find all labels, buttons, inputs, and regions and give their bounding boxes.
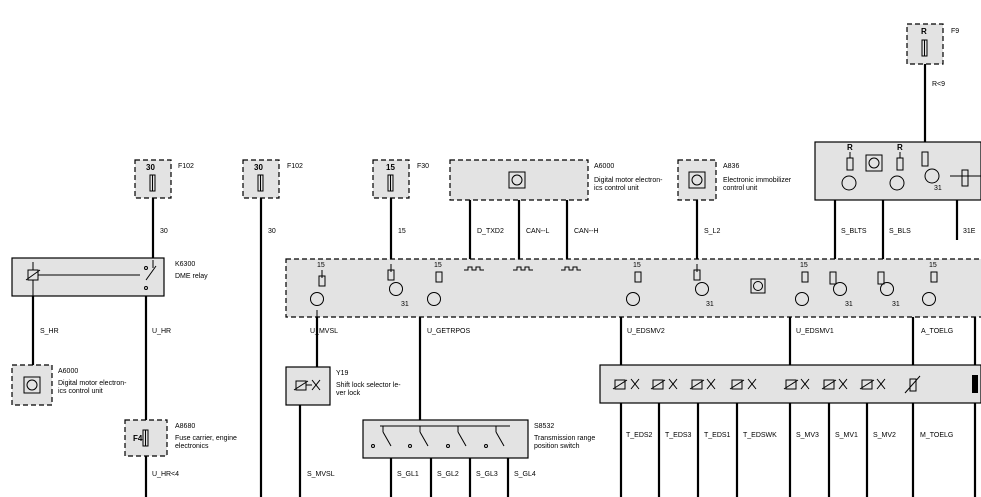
wire-label-t-eds1: T_EDS1 [704,432,731,439]
wire-label-u-hr4: U_HR<4 [152,471,179,478]
wire-label-15: 15 [398,228,406,235]
immobilizer-a836[interactable]: A836 Electronic immobilizer control unit [677,159,792,201]
wire-label-t-edswk: T_EDSWK [743,432,777,439]
svg-text:A6000: A6000 [594,163,614,170]
svg-text:30: 30 [146,163,155,172]
valve-body[interactable] [599,364,981,404]
wire-label-s-mvsl: S_MVSL [307,471,335,478]
svg-text:Shift lock selector le-: Shift lock selector le- [336,382,401,389]
svg-text:R: R [847,143,853,152]
brake-light-module[interactable]: R R 31 [814,141,981,201]
svg-text:15: 15 [386,163,395,172]
fuse-carrier-a8680[interactable]: F4 A8680 Fuse carrier, engine electronic… [124,419,237,457]
svg-text:A6000: A6000 [58,368,78,375]
wire-label-30b: 30 [268,228,276,235]
svg-text:F4: F4 [133,434,143,443]
solenoid-group [612,375,978,394]
svg-text:Electronic immobilizer: Electronic immobilizer [723,177,792,184]
fuse-f102-right[interactable]: 30 F102 [242,159,303,199]
svg-text:R: R [897,143,903,152]
range-switch-s8532[interactable]: S8532 Transmission range position switch [362,419,595,459]
wire-label-s-l2: S_L2 [704,228,720,235]
svg-text:electronics: electronics [175,443,209,450]
wire-label-s-gl3: S_GL3 [476,471,498,478]
wire-label-s-bls: S_BLS [889,228,911,235]
wire-label-s-hr: S_HR [40,328,59,335]
svg-text:DME relay: DME relay [175,273,208,280]
wire-label-s-gl1: S_GL1 [397,471,419,478]
svg-text:F30: F30 [417,163,429,170]
svg-text:15: 15 [434,262,442,269]
fuse-f9[interactable]: R F9 [906,23,959,65]
svg-text:F102: F102 [287,163,303,170]
svg-text:31: 31 [401,301,409,308]
wire-label-t-eds3: T_EDS3 [665,432,692,439]
svg-text:30: 30 [254,163,263,172]
svg-text:ics control unit: ics control unit [58,388,103,395]
wire-label-u-mvsl: U_MVSL [310,328,338,335]
wire-label-s-gl2: S_GL2 [437,471,459,478]
svg-text:Transmission range: Transmission range [534,435,595,442]
svg-text:R: R [921,27,927,36]
svg-text:31: 31 [706,301,714,308]
wire-label-u-edsmv1: U_EDSMV1 [796,328,834,335]
wire-label-a-toelg: A_TOELG [921,328,953,335]
wire-label-s-mv1: S_MV1 [835,432,858,439]
svg-text:31: 31 [934,185,942,192]
wire-label-u-getrpos: U_GETRPOS [427,328,471,335]
svg-text:15: 15 [633,262,641,269]
wire-label-s-blts: S_BLTS [841,228,867,235]
svg-text:F9: F9 [951,28,959,35]
svg-text:K6300: K6300 [175,261,195,268]
svg-text:A836: A836 [723,163,739,170]
wire-label-can-l: CAN--L [526,228,549,235]
svg-text:Digital motor electron-: Digital motor electron- [58,380,127,387]
wire-label-t-eds2: T_EDS2 [626,432,653,439]
svg-text:15: 15 [317,262,325,269]
wire-label-s-gl4: S_GL4 [514,471,536,478]
svg-text:31: 31 [892,301,900,308]
svg-text:15: 15 [929,262,937,269]
svg-text:ver lock: ver lock [336,390,361,397]
svg-text:31: 31 [845,301,853,308]
fuse-f30[interactable]: 15 F30 [372,159,429,199]
fuse-f102-left[interactable]: 30 F102 [134,159,194,199]
wire-label-u-edsmv2: U_EDSMV2 [627,328,665,335]
ecu-a6000-top[interactable]: A6000 Digital motor electron- ics contro… [449,159,663,201]
wire-label-d-txd2: D_TXD2 [477,228,504,235]
wire-label-can-h: CAN--H [574,228,599,235]
wire-label-s-mv2: S_MV2 [873,432,896,439]
svg-text:control unit: control unit [723,185,757,192]
ecu-a6000-bottom[interactable]: A6000 Digital motor electron- ics contro… [11,364,127,406]
svg-text:A8680: A8680 [175,423,195,430]
wire-label-s-mv3: S_MV3 [796,432,819,439]
svg-text:F102: F102 [178,163,194,170]
wire-label-r9: R<9 [932,81,945,88]
svg-text:Digital motor electron-: Digital motor electron- [594,177,663,184]
shift-lock-y19[interactable]: Y19 Shift lock selector le- ver lock [285,366,401,406]
svg-text:Fuse carrier, engine: Fuse carrier, engine [175,435,237,442]
wire-label-31e: 31E [963,228,976,235]
svg-text:Y19: Y19 [336,370,349,377]
wire-label-u-hr: U_HR [152,328,171,335]
wire-label-m-toelg: M_TOELG [920,432,953,439]
svg-text:15: 15 [800,262,808,269]
relay-k6300[interactable]: K6300 DME relay [11,257,208,297]
svg-text:ics control unit: ics control unit [594,185,639,192]
transmission-control-unit[interactable]: 15 31 15 15 31 15 31 [285,258,981,318]
wire-label-30a: 30 [160,228,168,235]
svg-text:position switch: position switch [534,443,580,450]
svg-text:S8532: S8532 [534,423,554,430]
